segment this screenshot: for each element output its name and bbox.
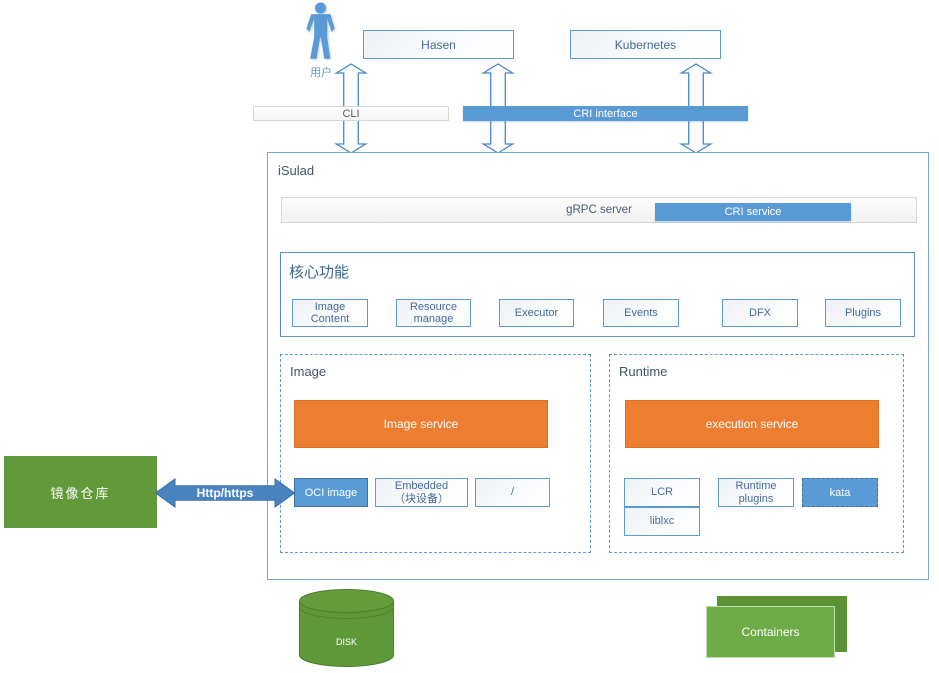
svg-text:Http/https: Http/https bbox=[197, 486, 254, 500]
svg-text:DISK: DISK bbox=[336, 637, 357, 647]
